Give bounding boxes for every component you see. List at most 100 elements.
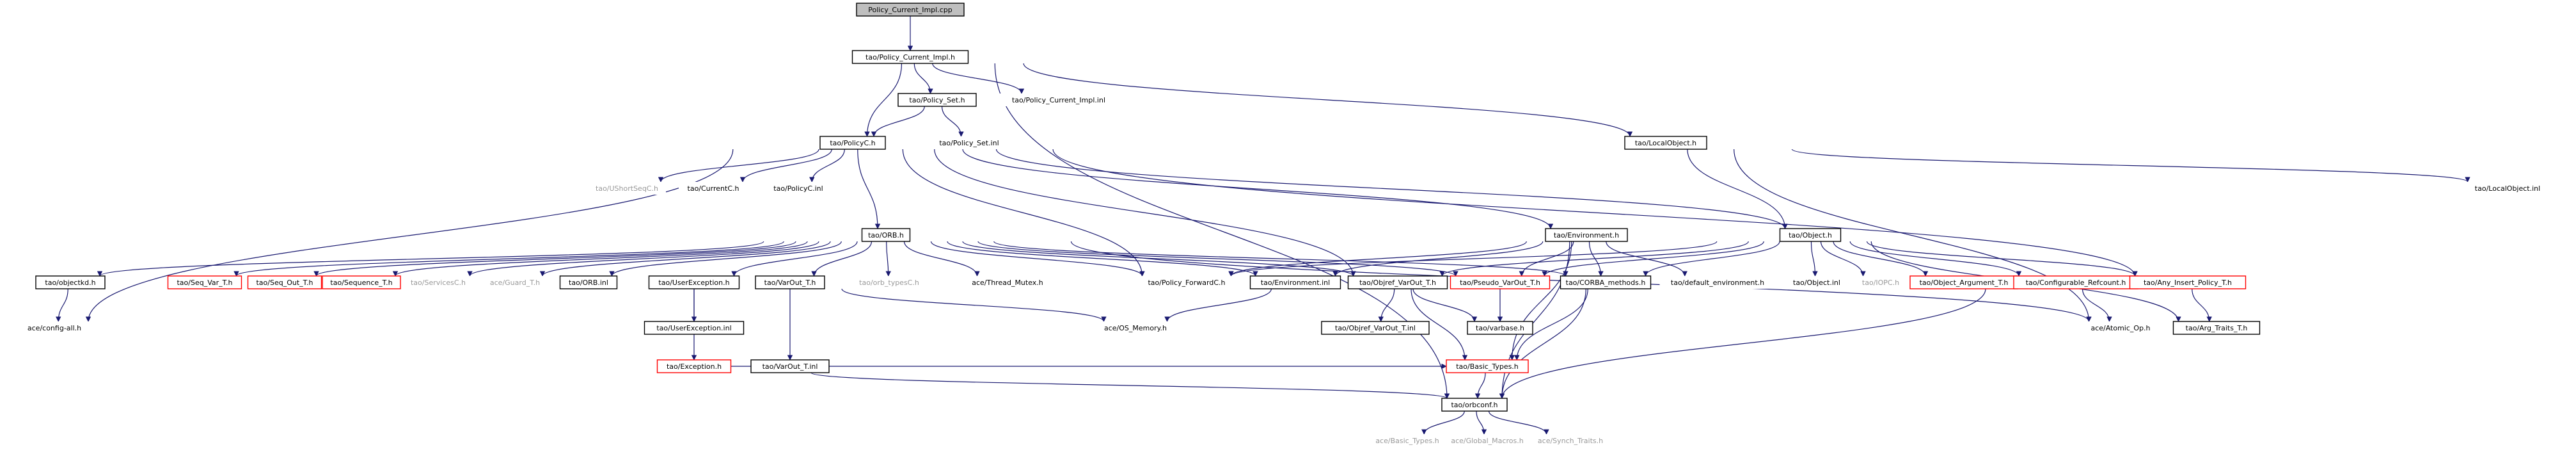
node-box	[1249, 275, 1341, 289]
node-box	[1446, 359, 1529, 373]
node-argtraits[interactable]: tao/Arg_Traits_T.h	[2172, 321, 2261, 335]
node-orb_inl[interactable]: tao/ORB.inl	[559, 275, 618, 289]
node-box	[648, 275, 740, 289]
node-osmemory[interactable]: ace/OS_Memory.h	[1098, 321, 1173, 334]
node-orbtypes[interactable]: tao/orb_typesC.h	[850, 276, 928, 289]
node-label: tao/Basic_Types.h	[1456, 362, 1519, 371]
edge-localobj_h-to-object_h	[1687, 149, 1788, 229]
node-box	[644, 321, 745, 335]
node-label: ace/config-all.h	[28, 324, 81, 332]
edge-object_h-to-pseudovarout	[1542, 241, 1764, 277]
node-seqout[interactable]: tao/Seq_Out_T.h	[247, 275, 322, 289]
edge-orb_h-to-varout_h	[811, 241, 873, 277]
node-userexc_inl[interactable]: tao/UserException.inl	[644, 321, 745, 335]
node-threadmutex[interactable]: ace/Thread_Mutex.h	[964, 276, 1051, 289]
node-orb_h[interactable]: tao/ORB.h	[861, 228, 911, 242]
node-pseudovarout[interactable]: tao/Pseudo_VarOut_T.h	[1450, 275, 1551, 289]
node-label: tao/LocalObject.h	[1635, 139, 1696, 147]
edge-path	[1499, 288, 1986, 399]
edge-localobj_h-to-localobj_inl	[1791, 149, 2470, 182]
edge-path	[913, 63, 933, 94]
node-anyinsert[interactable]: tao/Any_Insert_Policy_T.h	[2129, 275, 2247, 289]
node-policyc_inl[interactable]: tao/PolicyC.inl	[761, 182, 835, 195]
node-objvarout_h[interactable]: tao/Objref_VarOut_T.h	[1347, 275, 1448, 289]
node-box	[322, 275, 401, 289]
node-synchtraits[interactable]: ace/Synch_Traits.h	[1527, 434, 1614, 447]
node-box	[588, 182, 666, 195]
node-objectkey[interactable]: tao/objectkd.h	[35, 275, 106, 289]
node-box	[1779, 228, 1842, 242]
edge-corbamethods-to-orbconf	[1499, 288, 1586, 399]
node-box	[851, 50, 969, 64]
node-object_inl[interactable]: tao/Object.inl	[1782, 276, 1851, 289]
node-policyc_h[interactable]: tao/PolicyC.h	[819, 136, 886, 150]
edge-path	[1023, 63, 1633, 137]
node-objvarout_inl[interactable]: tao/Objref_VarOut_T.inl	[1321, 321, 1430, 335]
node-configall[interactable]: ace/config-all.h	[15, 321, 93, 334]
node-label: tao/orb_typesC.h	[859, 279, 919, 287]
node-corbamethods[interactable]: tao/CORBA_methods.h	[1560, 275, 1652, 289]
edge-orb_h-to-seqout	[313, 241, 796, 277]
edge-basictypes_tao-to-orbconf	[1474, 372, 1486, 399]
node-servicesc[interactable]: tao/ServicesC.h	[401, 276, 475, 289]
node-label: tao/Policy_Current_Impl.h	[865, 53, 955, 61]
edge-pci_h-to-localobj_h	[1023, 63, 1633, 137]
node-label: tao/VarOut_T.h	[764, 279, 816, 287]
node-env_h[interactable]: tao/Environment.h	[1545, 228, 1628, 242]
node-ushort[interactable]: tao/UShortSeqC.h	[588, 182, 666, 195]
edge-policyc_h-to-configall	[85, 149, 734, 322]
node-currentc[interactable]: tao/CurrentC.h	[679, 182, 748, 195]
edge-configref-to-orbconf	[1499, 288, 1986, 399]
edge-pset_h-to-policyc_h	[871, 106, 925, 137]
edge-anyinsert-to-argtraits	[2192, 288, 2212, 322]
node-label: tao/Any_Insert_Policy_T.h	[2144, 279, 2232, 287]
node-root[interactable]: Policy_Current_Impl.cpp	[856, 3, 965, 17]
edge-pci_h-to-pci_inl	[932, 63, 1025, 94]
node-basictypes_ace[interactable]: ace/Basic_Types.h	[1366, 434, 1448, 447]
node-localobj_inl[interactable]: tao/LocalObject.inl	[2462, 182, 2553, 195]
node-iopc[interactable]: tao/IOPC.h	[1854, 276, 1907, 289]
node-pci_h[interactable]: tao/Policy_Current_Impl.h	[851, 50, 969, 64]
node-varout_h[interactable]: tao/VarOut_T.h	[755, 275, 825, 289]
node-pset_h[interactable]: tao/Policy_Set.h	[897, 93, 977, 107]
node-label: ace/Atomic_Op.h	[2090, 324, 2150, 332]
node-objarg[interactable]: tao/Object_Argument_T.h	[1909, 275, 2018, 289]
node-pset_inl[interactable]: tao/Policy_Set.inl	[926, 136, 1013, 149]
node-sequence[interactable]: tao/Sequence_T.h	[322, 275, 401, 289]
node-varout_inl[interactable]: tao/VarOut_T.inl	[750, 359, 830, 373]
node-layer: Policy_Current_Impl.cpp tao/Policy_Curren…	[15, 3, 2553, 447]
node-box	[167, 275, 242, 289]
node-policyfwd[interactable]: tao/Policy_ForwardC.h	[1137, 276, 1237, 289]
node-pci_inl[interactable]: tao/Policy_Current_Impl.inl	[997, 93, 1121, 106]
node-box	[997, 93, 1121, 106]
edge-env_h-to-basictypes_tao	[1509, 241, 1572, 361]
node-guard[interactable]: ace/Guard_T.h	[482, 276, 548, 289]
node-object_h[interactable]: tao/Object.h	[1779, 228, 1842, 242]
node-varbase[interactable]: tao/varbase.h	[1467, 321, 1533, 335]
node-box	[559, 275, 618, 289]
edge-path	[932, 63, 1025, 94]
node-box	[656, 359, 732, 373]
edge-path	[467, 241, 819, 277]
node-globalmacros[interactable]: ace/Global_Macros.h	[1442, 434, 1533, 447]
node-userexc_h[interactable]: tao/UserException.h	[648, 275, 740, 289]
node-label: tao/Policy_Current_Impl.inl	[1012, 96, 1105, 104]
edge-path	[1228, 241, 1527, 277]
node-seqvar[interactable]: tao/Seq_Var_T.h	[167, 275, 242, 289]
edge-path	[871, 106, 925, 137]
node-defaultenv[interactable]: tao/default_environment.h	[1659, 276, 1776, 289]
node-exception[interactable]: tao/Exception.h	[656, 359, 732, 373]
edge-policyc_h-to-policyfwd	[902, 149, 1145, 277]
node-basictypes_tao[interactable]: tao/Basic_Types.h	[1446, 359, 1529, 373]
edge-configref-to-atomic	[2082, 288, 2112, 322]
node-orbconf[interactable]: tao/orbconf.h	[1441, 398, 1508, 412]
node-localobj_h[interactable]: tao/LocalObject.h	[1624, 136, 1707, 150]
edge-object_h-to-iopc	[1820, 241, 1866, 277]
node-atomic[interactable]: ace/Atomic_Op.h	[2083, 321, 2158, 334]
node-configref[interactable]: tao/Configurable_Refcount.h	[2013, 275, 2138, 289]
edge-object_h-to-objvarout_h	[1439, 241, 1749, 277]
node-box	[1347, 275, 1448, 289]
edge-path	[1052, 149, 2138, 277]
node-env_inl[interactable]: tao/Environment.inl	[1249, 275, 1341, 289]
